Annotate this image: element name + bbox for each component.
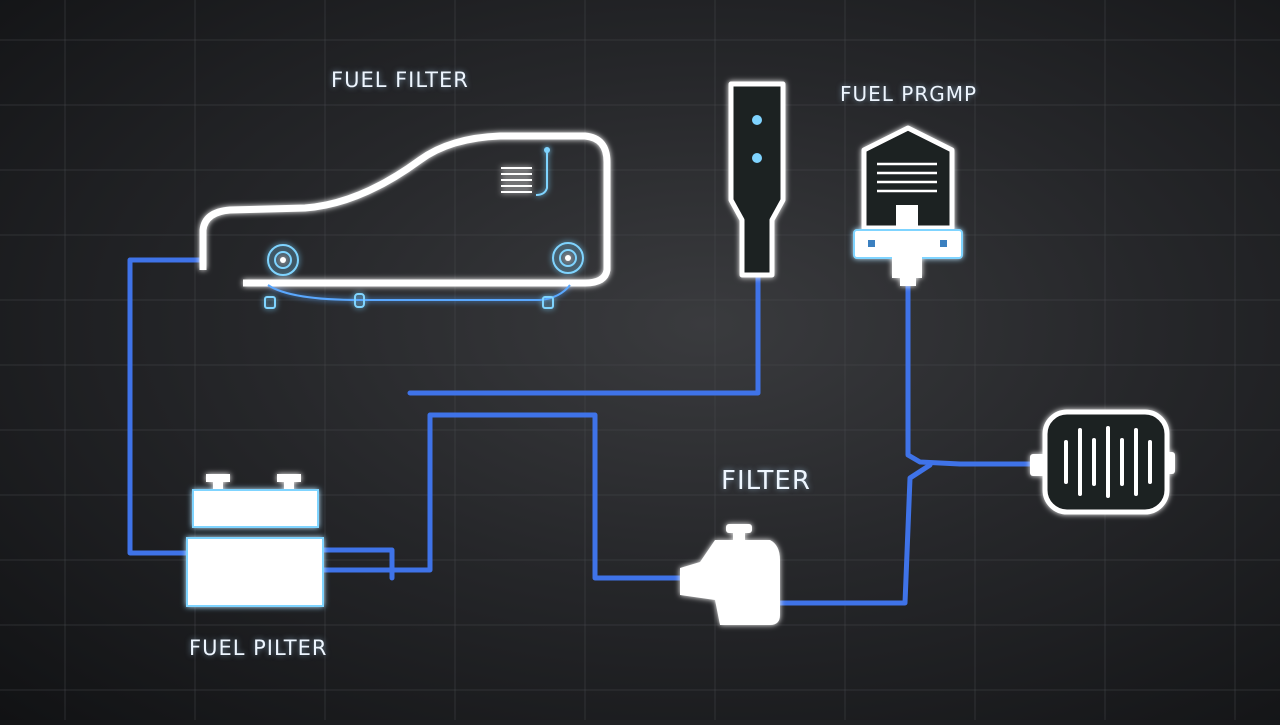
pipe-loop [317,412,683,581]
fuel-sender-unit [728,81,786,278]
pipe-filter-to-junction [777,462,933,606]
pipe-pump-down [905,282,963,467]
fuel-filter-block [186,474,324,607]
front-wheel-icon [267,244,299,276]
label-fuel-filter-bottom: FUEL PILTER [189,636,328,660]
fuel-tank-icon [1030,409,1175,515]
fuel-pump-icon [853,125,963,286]
pipe-filter-to-loop [317,547,395,581]
fuel-gauge-icon [501,147,550,196]
pipe-sender-line [407,267,761,396]
label-fuel-pump: FUEL PRGMP [840,82,978,106]
car-outline [199,132,611,309]
label-filter: FILTER [721,466,811,496]
inline-filter-icon [680,524,780,625]
fuel-lines [127,257,1035,606]
rear-wheel-icon [552,242,584,274]
pipe-car-to-filter [127,257,203,556]
label-fuel-filter-top: FUEL FILTER [331,68,469,92]
